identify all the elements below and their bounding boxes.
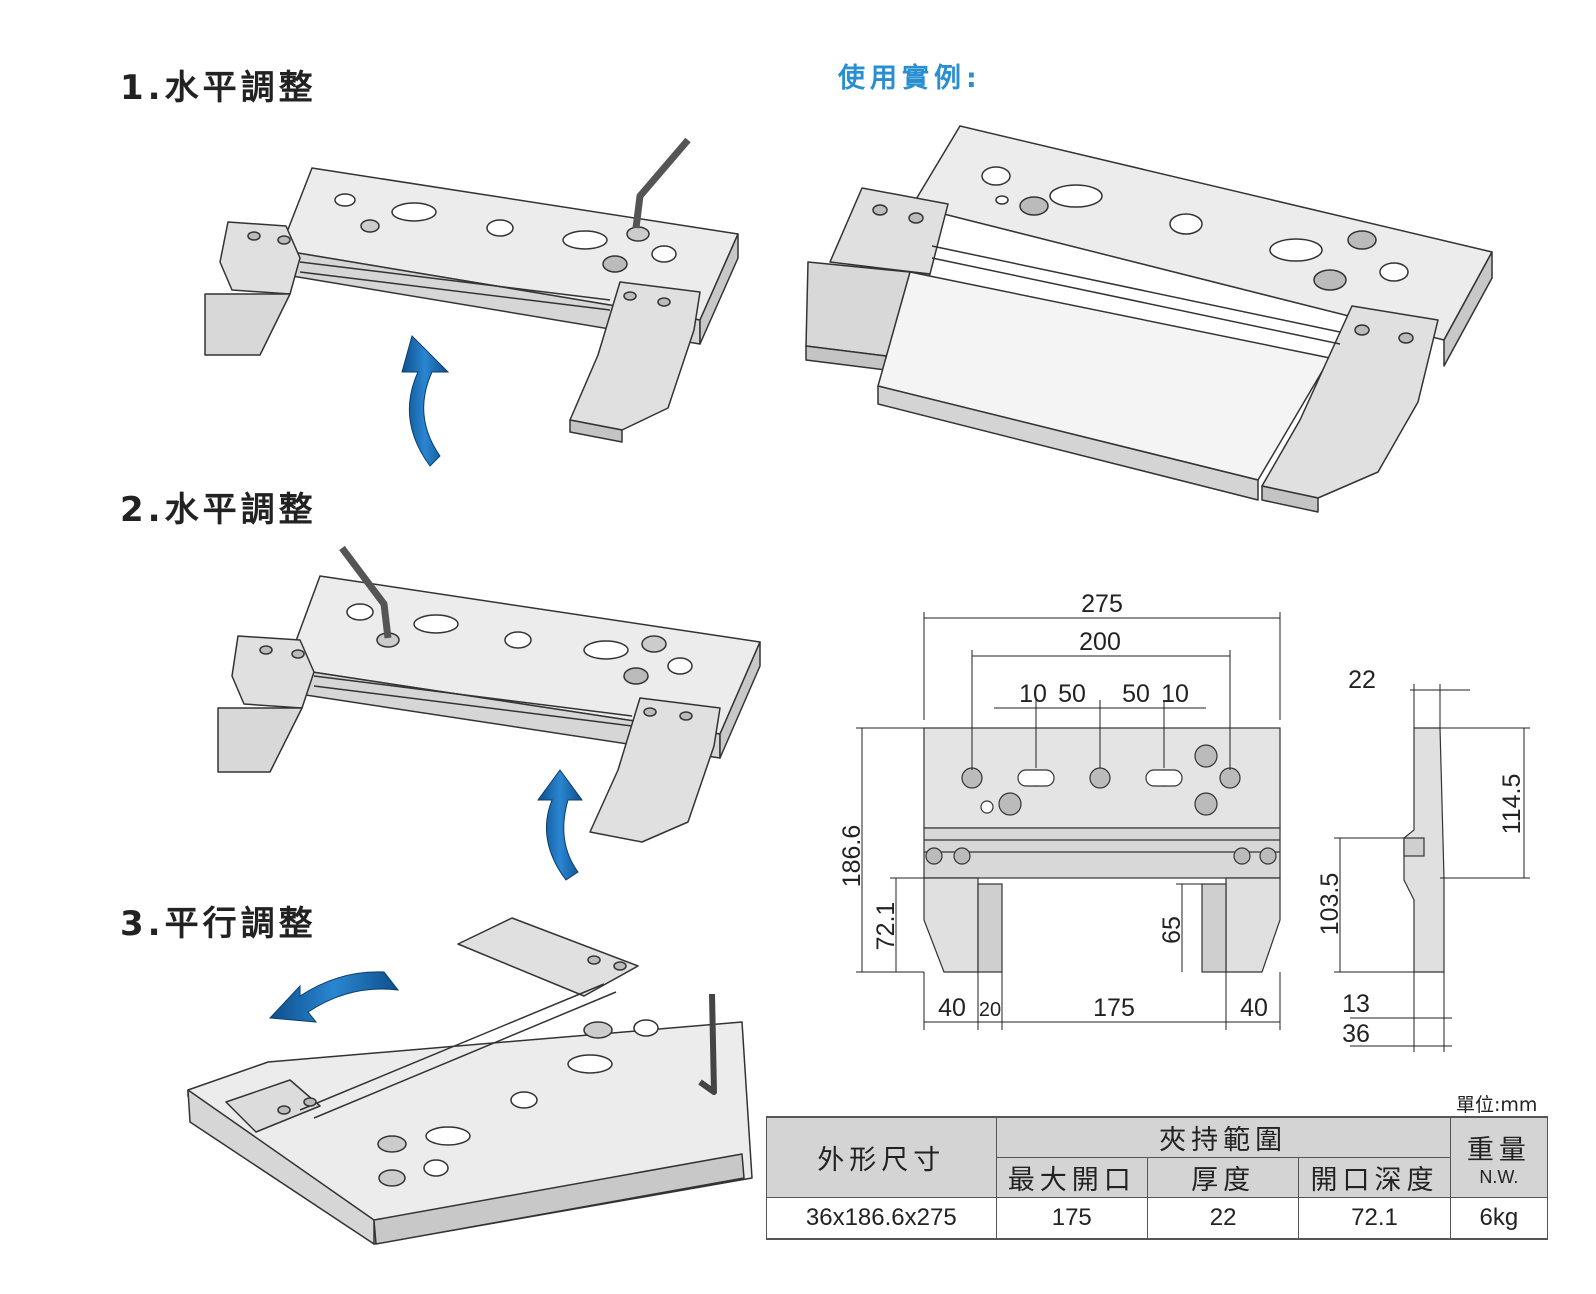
header-weight-sub: N.W.: [1479, 1166, 1519, 1187]
dim-22: 22: [1348, 666, 1376, 694]
dimension-labels: 275 200 10 50 50 10 186.6 72.1 65 40 20 …: [838, 590, 1526, 1048]
dim-20: 20: [979, 999, 1001, 1021]
header-max-opening: 最大開口: [995, 1157, 1148, 1198]
vise-illustration-3: [187, 917, 753, 1245]
dim-114-5: 114.5: [1498, 774, 1526, 835]
header-outer-size: 外形尺寸: [766, 1116, 997, 1198]
dim-40-right: 40: [1240, 994, 1268, 1022]
dim-175: 175: [1093, 994, 1135, 1022]
usage-example-illustration: [805, 125, 1493, 513]
step-1-title: 1.水平調整: [120, 68, 317, 108]
dim-103-5: 103.5: [1316, 873, 1344, 936]
dim-10-left: 10: [1019, 680, 1047, 708]
dim-72-1: 72.1: [872, 902, 900, 951]
front-view-drawing: [856, 612, 1281, 1030]
cell-thickness: 22: [1146, 1197, 1300, 1240]
dim-36: 36: [1342, 1020, 1370, 1048]
dim-186-6: 186.6: [838, 825, 866, 888]
dim-275: 275: [1081, 590, 1123, 618]
step-3-title: 3.平行調整: [120, 904, 317, 944]
rotate-arrow-1: [401, 335, 450, 467]
swing-arrow-3: [268, 971, 400, 1023]
cell-max-opening: 175: [995, 1197, 1148, 1240]
vise-illustration-2: [217, 545, 761, 843]
dim-50-right: 50: [1122, 680, 1150, 708]
header-opening-depth: 開口深度: [1298, 1157, 1451, 1198]
header-clamp-range: 夾持範圍: [995, 1116, 1451, 1158]
header-weight: 重量 N.W.: [1449, 1116, 1549, 1198]
cell-weight: 6kg: [1449, 1197, 1549, 1240]
dim-200: 200: [1079, 628, 1121, 656]
side-view-drawing: [1334, 684, 1530, 1052]
header-weight-label: 重量: [1466, 1134, 1531, 1166]
vise-illustration-1: [204, 137, 739, 443]
spec-table: 外形尺寸 夾持範圍 重量 N.W. 最大開口 厚度 開口深度 36x186.6x…: [766, 1116, 1549, 1240]
dim-13: 13: [1342, 990, 1370, 1018]
dim-40-left: 40: [938, 994, 966, 1022]
example-title: 使用實例:: [838, 63, 982, 94]
dim-10-right: 10: [1161, 680, 1189, 708]
dim-65: 65: [1158, 916, 1186, 944]
unit-label: 單位:mm: [1456, 1094, 1538, 1116]
cell-opening-depth: 72.1: [1298, 1197, 1451, 1240]
rotate-arrow-2: [537, 769, 583, 881]
dim-50-left: 50: [1058, 680, 1086, 708]
cell-outer-size: 36x186.6x275: [766, 1197, 997, 1240]
table-row: 36x186.6x275 175 22 72.1 6kg: [766, 1197, 1549, 1240]
step-2-title: 2.水平調整: [120, 490, 317, 530]
header-thickness: 厚度: [1146, 1157, 1300, 1198]
